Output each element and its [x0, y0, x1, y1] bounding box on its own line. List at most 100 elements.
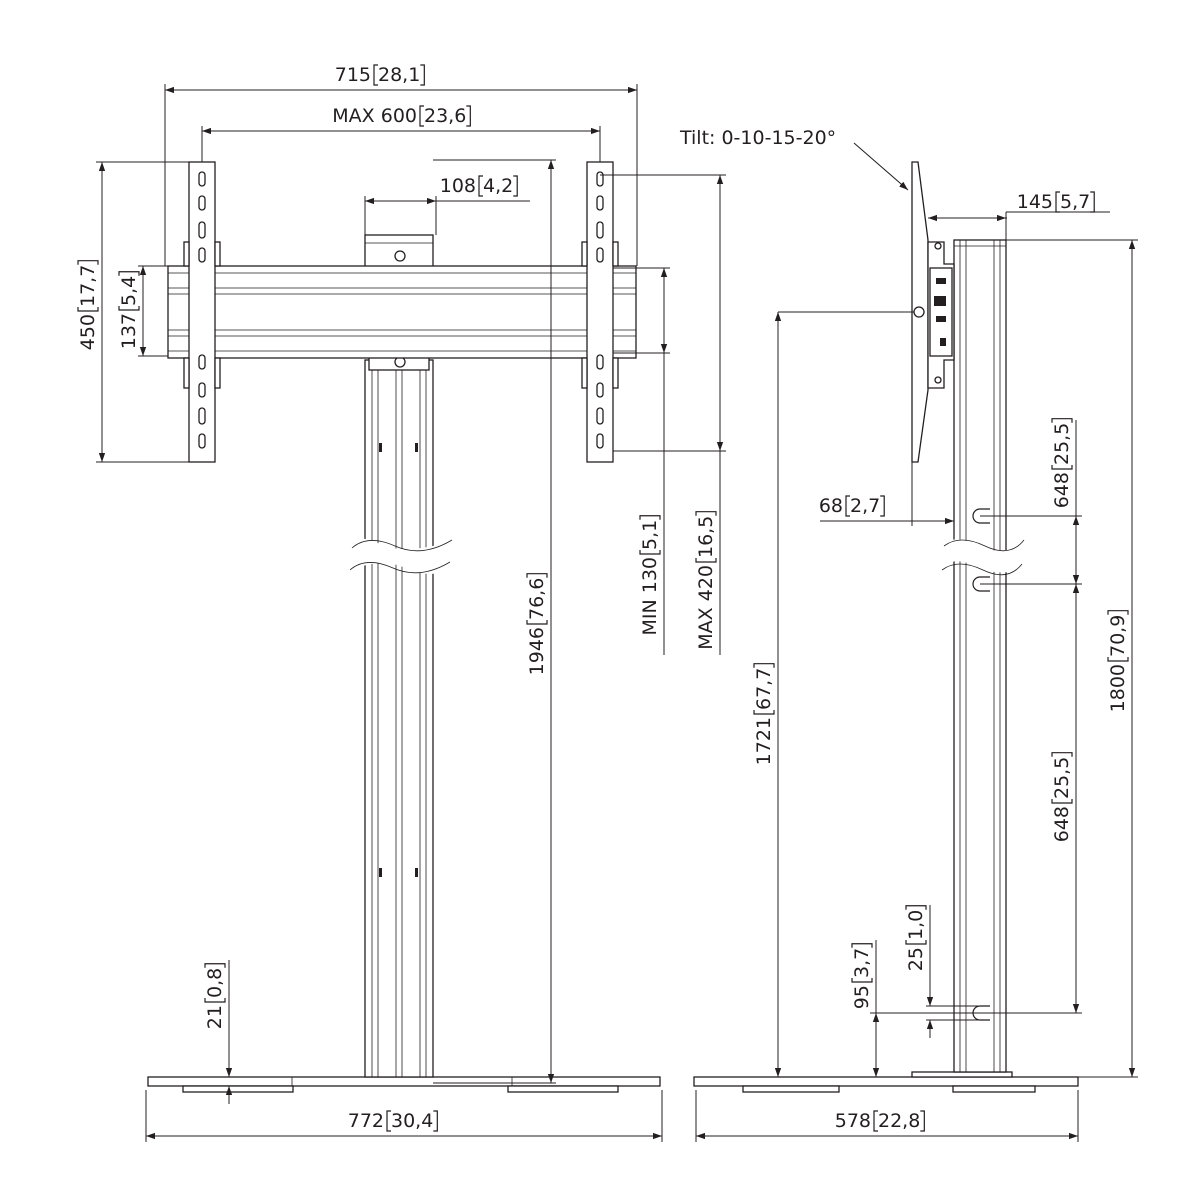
dim-hole-spacing-top: 648 25,5 — [1051, 418, 1073, 508]
inch-text: 2,7 — [850, 495, 880, 517]
front-bracket-left — [183, 161, 221, 463]
side-view: Tilt: 0-10-15-20° 145 5,7 68 2,7 648 25,… — [679, 127, 1138, 1142]
bracket-open — [118, 306, 140, 311]
svg-text:648: 648 — [1051, 472, 1073, 508]
svg-text:137: 137 — [118, 313, 140, 349]
bracket-close — [466, 105, 471, 127]
dim-rail-height: 137 5,4 — [118, 271, 140, 349]
bracket-open — [873, 1110, 878, 1132]
bracket-close — [695, 511, 717, 516]
bracket-close — [433, 1110, 438, 1132]
bracket-open — [851, 978, 873, 983]
bracket-close — [1107, 610, 1129, 615]
bracket-close — [420, 64, 425, 86]
side-column — [940, 239, 1026, 1073]
inch-text: 5,7 — [1060, 191, 1090, 213]
dim-total-height: 1946 76,6 — [526, 573, 548, 675]
front-column — [348, 359, 455, 1078]
dim-bracket-height: 450 17,7 — [77, 260, 99, 350]
inch-text: 22,8 — [878, 1110, 920, 1132]
inch-text: 28,1 — [378, 64, 420, 86]
dim-base-width: 772 30,4 — [348, 1110, 438, 1132]
svg-text:715: 715 — [335, 64, 371, 86]
tilt-label: Tilt: 0-10-15-20° — [679, 127, 836, 149]
svg-text:578: 578 — [835, 1110, 871, 1132]
bracket-close — [1051, 752, 1073, 757]
bracket-close — [639, 515, 661, 520]
side-base — [693, 1071, 1079, 1093]
front-bracket-right — [581, 161, 619, 463]
bracket-open — [639, 550, 661, 555]
front-extension-lines — [96, 84, 726, 1142]
bracket-open — [204, 998, 226, 1003]
inch-text: 30,4 — [391, 1110, 433, 1132]
inch-text: 23,6 — [424, 105, 466, 127]
dim-column-height: 1800 70,9 — [1107, 610, 1129, 712]
bracket-open — [905, 940, 927, 945]
bracket-open — [478, 175, 483, 197]
dim-max-vesa-height: MAX 420 16,5 — [695, 511, 717, 650]
inch-text: 3,7 — [851, 948, 873, 978]
bracket-close — [1090, 191, 1095, 213]
svg-text:108: 108 — [440, 175, 476, 197]
svg-text:MAX 600: MAX 600 — [332, 105, 417, 127]
inch-text: 5,4 — [118, 276, 140, 306]
bracket-close — [905, 905, 927, 910]
inch-text: 67,7 — [753, 668, 775, 710]
svg-text:450: 450 — [77, 314, 99, 350]
bracket-open — [695, 558, 717, 563]
inch-text: 0,8 — [204, 968, 226, 998]
dim-center-height: 1721 67,7 — [753, 663, 775, 765]
svg-text:145: 145 — [1017, 191, 1053, 213]
dim-min-vesa-height: MIN 130 5,1 — [639, 515, 661, 636]
dim-depth: 145 5,7 — [1017, 191, 1095, 213]
bracket-open — [419, 105, 424, 127]
bracket-open — [373, 64, 378, 86]
bracket-close — [526, 573, 548, 578]
bracket-open — [386, 1110, 391, 1132]
front-column-head — [364, 234, 434, 371]
bracket-close — [851, 943, 873, 948]
svg-text:21: 21 — [204, 1005, 226, 1029]
side-monitor-head — [911, 161, 955, 463]
svg-text:MAX 420: MAX 420 — [695, 565, 717, 650]
front-rail — [167, 265, 637, 359]
front-view: 715 28,1 MAX 600 23,6 108 4,2 450 17,7 1… — [77, 64, 726, 1142]
bracket-close — [513, 175, 518, 197]
bracket-close — [118, 271, 140, 276]
bracket-open — [845, 495, 850, 517]
bracket-open — [753, 710, 775, 715]
bracket-open — [1051, 465, 1073, 470]
bracket-close — [753, 663, 775, 668]
dim-hole-spacing-lower: 648 25,5 — [1051, 752, 1073, 842]
inch-text: 17,7 — [77, 265, 99, 307]
bracket-close — [77, 260, 99, 265]
bracket-close — [880, 495, 885, 517]
bracket-open — [1055, 191, 1060, 213]
dim-max-vesa-width: MAX 600 23,6 — [332, 105, 471, 127]
svg-text:1800: 1800 — [1107, 664, 1129, 712]
inch-text: 4,2 — [483, 175, 513, 197]
inch-text: 16,5 — [695, 516, 717, 558]
bracket-open — [526, 620, 548, 625]
svg-text:648: 648 — [1051, 806, 1073, 842]
svg-text:95: 95 — [851, 985, 873, 1009]
dim-overall-width: 715 28,1 — [335, 64, 425, 86]
dim-bottom-hole: 95 3,7 — [851, 943, 873, 1009]
svg-text:25: 25 — [905, 947, 927, 971]
inch-text: 5,1 — [639, 520, 661, 550]
inch-text: 25,5 — [1051, 423, 1073, 465]
side-dimension-labels: Tilt: 0-10-15-20° 145 5,7 68 2,7 648 25,… — [679, 127, 1129, 1132]
svg-text:68: 68 — [819, 495, 843, 517]
bracket-open — [1107, 657, 1129, 662]
bracket-open — [1051, 799, 1073, 804]
bracket-close — [1051, 418, 1073, 423]
dim-hole-offset: 25 1,0 — [905, 905, 927, 971]
front-base — [147, 1076, 661, 1093]
inch-text: 1,0 — [905, 910, 927, 940]
dim-column-width: 108 4,2 — [440, 175, 518, 197]
dim-base-depth: 578 22,8 — [835, 1110, 925, 1132]
bracket-close — [204, 963, 226, 968]
svg-text:1946: 1946 — [526, 627, 548, 675]
side-dimension-lines — [696, 142, 1136, 1140]
